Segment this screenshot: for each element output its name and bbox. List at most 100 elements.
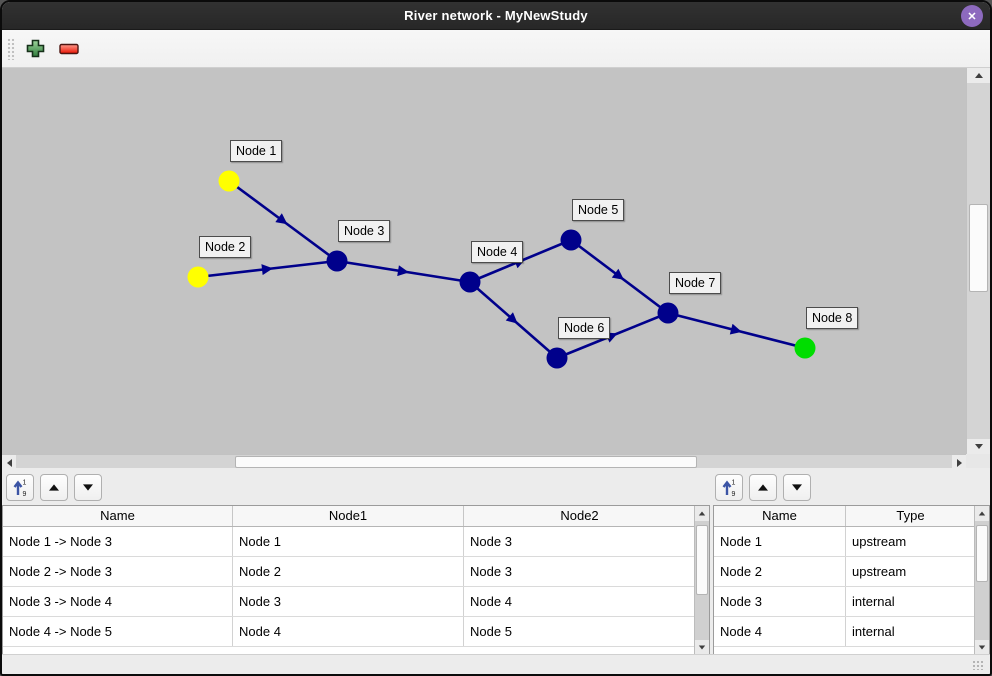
plus-icon xyxy=(26,39,44,58)
scroll-down-icon[interactable] xyxy=(975,640,989,655)
table-cell: Node 3 -> Node 4 xyxy=(3,587,233,616)
table-cell: Node 3 xyxy=(233,587,464,616)
minus-icon xyxy=(59,43,79,54)
nodes-table-scrollbar[interactable] xyxy=(974,506,989,655)
scroll-up-icon[interactable] xyxy=(695,506,709,521)
main-toolbar xyxy=(2,30,990,68)
node-label[interactable]: Node 8 xyxy=(806,307,859,329)
river-branch-edge[interactable] xyxy=(228,179,338,263)
column-header-node1[interactable]: Node1 xyxy=(233,506,464,526)
node-label[interactable]: Node 5 xyxy=(572,199,625,221)
nodes-table-toolbar: 1 9 xyxy=(715,474,811,501)
node-label[interactable]: Node 2 xyxy=(199,236,252,258)
network-node[interactable] xyxy=(657,302,679,324)
table-cell: Node 2 xyxy=(233,557,464,586)
vertical-scroll-thumb[interactable] xyxy=(969,204,988,292)
table-cell: Node 3 xyxy=(464,527,696,556)
node-label[interactable]: Node 6 xyxy=(558,317,611,339)
remove-node-button[interactable] xyxy=(59,39,79,59)
canvas-horizontal-scrollbar[interactable] xyxy=(2,454,966,470)
svg-text:1: 1 xyxy=(23,480,27,487)
column-header-type[interactable]: Type xyxy=(846,506,976,526)
scroll-thumb[interactable] xyxy=(696,525,708,595)
move-link-up-button[interactable] xyxy=(40,474,68,501)
svg-text:1: 1 xyxy=(732,480,736,487)
river-branch-edge[interactable] xyxy=(336,259,471,284)
network-node[interactable] xyxy=(794,337,816,359)
sort-nodes-button[interactable]: 1 9 xyxy=(715,474,743,501)
scroll-up-icon[interactable] xyxy=(975,506,989,521)
scroll-down-icon[interactable] xyxy=(695,640,709,655)
close-icon[interactable]: ✕ xyxy=(961,5,983,27)
river-branch-edge[interactable] xyxy=(570,238,669,315)
move-link-down-button[interactable] xyxy=(74,474,102,501)
sort-links-button[interactable]: 1 9 xyxy=(6,474,34,501)
scroll-down-icon[interactable] xyxy=(967,439,990,454)
scroll-thumb[interactable] xyxy=(976,525,988,582)
move-down-icon xyxy=(83,484,93,491)
column-header-name[interactable]: Name xyxy=(714,506,846,526)
node-label[interactable]: Node 4 xyxy=(471,241,524,263)
network-node[interactable] xyxy=(560,229,582,251)
svg-text:9: 9 xyxy=(732,491,736,497)
river-branch-edge[interactable] xyxy=(667,311,806,350)
column-header-name[interactable]: Name xyxy=(3,506,233,526)
network-node[interactable] xyxy=(459,271,481,293)
sort-ascending-icon: 1 9 xyxy=(13,480,27,497)
move-node-down-button[interactable] xyxy=(783,474,811,501)
river-branch-edge[interactable] xyxy=(197,259,338,279)
table-cell: Node 1 xyxy=(233,527,464,556)
move-up-icon xyxy=(758,484,768,491)
network-node[interactable] xyxy=(187,266,209,288)
network-node[interactable] xyxy=(326,250,348,272)
table-cell: Node 5 xyxy=(464,617,696,646)
resize-grip-icon[interactable] xyxy=(972,660,984,670)
river-branch-edge[interactable] xyxy=(469,281,558,359)
table-cell: Node 4 xyxy=(233,617,464,646)
network-node[interactable] xyxy=(218,170,240,192)
sort-ascending-icon: 1 9 xyxy=(722,480,736,497)
table-cell: Node 1 -> Node 3 xyxy=(3,527,233,556)
window-title: River network - MyNewStudy xyxy=(404,8,588,23)
add-node-button[interactable] xyxy=(25,39,45,59)
scroll-up-icon[interactable] xyxy=(967,68,990,83)
river-network-canvas[interactable]: Node 1 Node 2 Node 3 Node 4 Node 5 Node 6 Node… xyxy=(2,68,966,454)
scroll-right-icon[interactable] xyxy=(952,455,966,470)
network-node[interactable] xyxy=(546,347,568,369)
status-bar xyxy=(2,654,990,674)
table-cell: upstream xyxy=(846,557,976,586)
network-graph xyxy=(187,170,816,369)
node-label[interactable]: Node 1 xyxy=(230,140,283,162)
node-label[interactable]: Node 3 xyxy=(338,220,391,242)
canvas-vertical-scrollbar[interactable] xyxy=(966,68,990,454)
toolbar-grip-handle[interactable] xyxy=(7,37,15,60)
column-header-node2[interactable]: Node2 xyxy=(464,506,696,526)
river-branch-edge[interactable] xyxy=(556,311,669,360)
links-table-scrollbar[interactable] xyxy=(694,506,709,655)
scroll-left-icon[interactable] xyxy=(2,455,16,470)
table-cell: Node 3 xyxy=(714,587,846,616)
horizontal-scroll-thumb[interactable] xyxy=(235,456,697,468)
table-cell: Node 4 xyxy=(464,587,696,616)
move-node-up-button[interactable] xyxy=(749,474,777,501)
table-cell: upstream xyxy=(846,527,976,556)
node-label[interactable]: Node 7 xyxy=(669,272,722,294)
table-cell: Node 2 xyxy=(714,557,846,586)
table-cell: Node 1 xyxy=(714,527,846,556)
links-table-toolbar: 1 9 xyxy=(6,474,102,501)
